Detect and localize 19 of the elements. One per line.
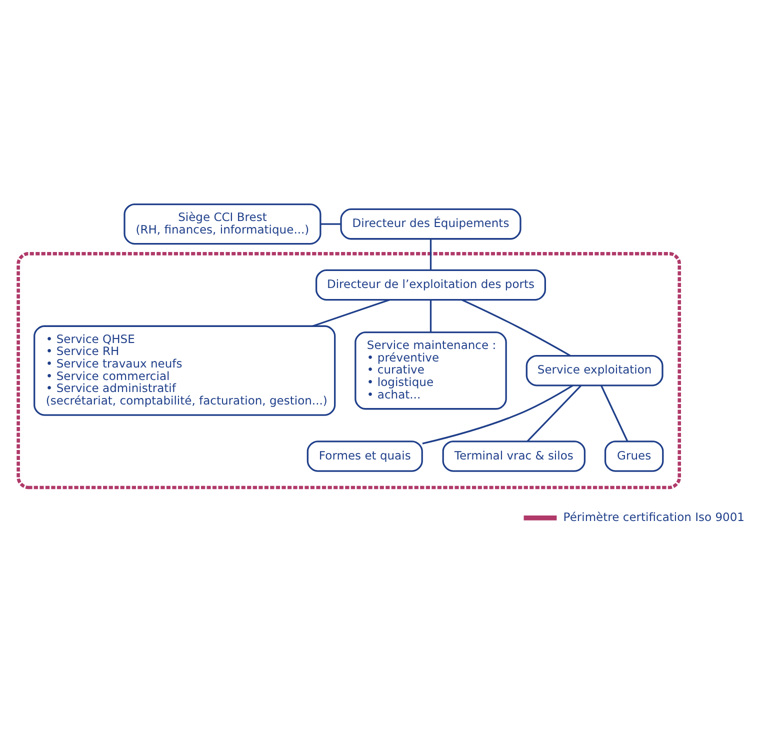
connector	[312, 299, 390, 327]
connector	[526, 385, 582, 442]
node-box: Directeur de l’exploitation des ports	[316, 269, 546, 301]
cluster	[16, 252, 682, 490]
node-box: • Service QHSE • Service RH • Service travaux neufs • Service commercial • Service administratif (secrétariat, comptabilité, facturation, gestion...)	[34, 325, 336, 416]
connector	[462, 299, 571, 356]
connector	[430, 300, 432, 332]
connector	[320, 223, 341, 225]
legend-label: Périmètre certification Iso 9001	[563, 510, 745, 524]
connector	[430, 238, 432, 270]
node-box: Service maintenance : • préventive • curative • logistique • achat...	[354, 331, 507, 410]
node-box: Directeur des Équipements	[340, 208, 522, 240]
node-box: Terminal vrac & silos	[442, 440, 586, 472]
connector	[422, 384, 574, 444]
connector	[600, 385, 628, 442]
node-box: Siège CCI Brest (RH, finances, informatique...)	[124, 203, 322, 245]
node-box: Formes et quais	[306, 440, 423, 472]
node-box: Grues	[604, 440, 664, 472]
node-box: Service exploitation	[526, 354, 664, 386]
